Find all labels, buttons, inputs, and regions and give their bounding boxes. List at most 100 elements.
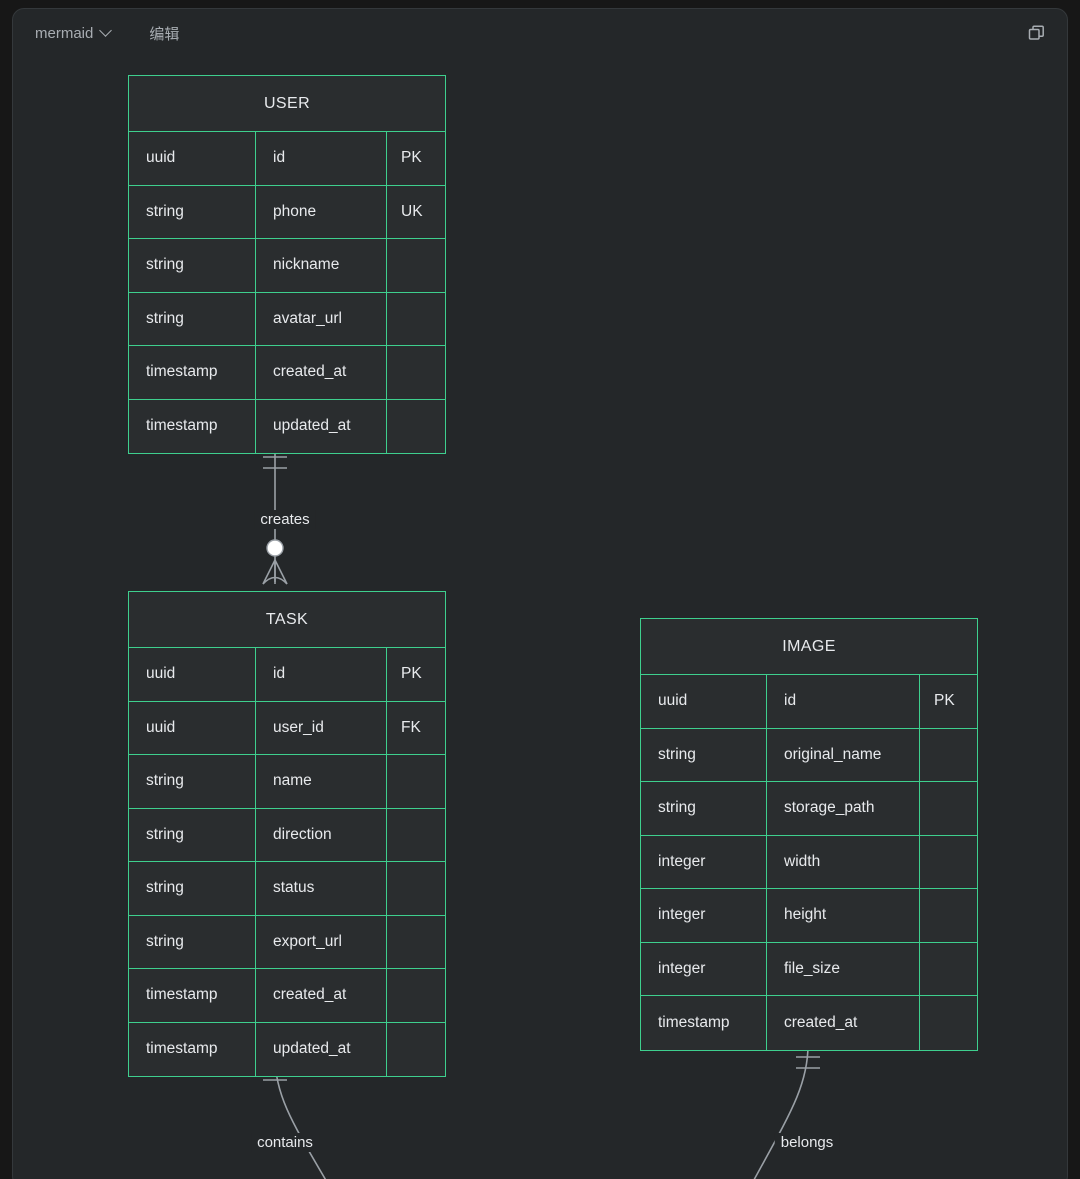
entity-title-task: TASK <box>129 592 445 648</box>
entity-task[interactable]: TASK uuid id PK uuid user_id FK string n… <box>128 591 446 1077</box>
attr-type: integer <box>641 942 767 995</box>
attr-key <box>920 729 975 782</box>
attr-key <box>387 1023 443 1077</box>
edit-button[interactable]: 编辑 <box>149 24 180 43</box>
attr-name: user_id <box>256 701 387 754</box>
attr-type: integer <box>641 835 767 888</box>
attr-type: uuid <box>129 132 256 185</box>
table-row: integer file_size <box>641 942 977 996</box>
attr-name: phone <box>256 185 387 238</box>
attr-key: FK <box>401 718 421 736</box>
attr-name: direction <box>256 808 387 861</box>
attr-name: created_at <box>256 969 387 1022</box>
language-label: mermaid <box>35 24 94 42</box>
table-row: timestamp updated_at <box>129 399 445 454</box>
table-row: timestamp created_at <box>129 969 445 1023</box>
table-row: string phone UK <box>129 185 445 239</box>
attr-type: string <box>129 239 256 292</box>
attr-type: uuid <box>641 675 767 728</box>
table-row: string avatar_url <box>129 292 445 346</box>
attr-name: width <box>767 835 920 888</box>
attr-key <box>387 969 443 1022</box>
attr-key <box>920 943 975 996</box>
table-row: string direction <box>129 808 445 862</box>
table-row: integer height <box>641 889 977 943</box>
relationship-label-contains: contains <box>251 1133 319 1152</box>
attr-name: created_at <box>767 996 920 1050</box>
attr-key <box>387 346 443 399</box>
attr-key <box>387 755 443 808</box>
attr-key: PK <box>934 692 955 710</box>
attr-type: timestamp <box>641 996 767 1050</box>
table-row: timestamp updated_at <box>129 1022 445 1077</box>
relationship-label-creates: creates <box>254 510 316 529</box>
attr-type: string <box>129 185 256 238</box>
attr-key: PK <box>401 149 422 167</box>
attr-name: id <box>256 648 387 701</box>
attr-name: id <box>767 675 920 728</box>
attr-type: timestamp <box>129 1022 256 1076</box>
table-row: string storage_path <box>641 782 977 836</box>
table-row: uuid id PK <box>129 132 445 186</box>
entity-image[interactable]: IMAGE uuid id PK string original_name st… <box>640 618 978 1051</box>
copy-button[interactable] <box>1021 18 1051 48</box>
attr-name: avatar_url <box>256 292 387 345</box>
attr-type: timestamp <box>129 969 256 1022</box>
attr-type: string <box>129 292 256 345</box>
table-row: string status <box>129 862 445 916</box>
attr-name: name <box>256 755 387 808</box>
attr-name: storage_path <box>767 782 920 835</box>
chevron-down-icon <box>101 26 112 37</box>
table-row: uuid id PK <box>641 675 977 729</box>
attr-type: string <box>129 755 256 808</box>
attr-key <box>387 239 443 292</box>
attr-type: integer <box>641 889 767 942</box>
attr-type: timestamp <box>129 399 256 453</box>
entity-title-user: USER <box>129 76 445 132</box>
copy-icon <box>1028 24 1044 40</box>
table-row: integer width <box>641 835 977 889</box>
attr-name: updated_at <box>256 399 387 453</box>
diagram-canvas[interactable]: creates contains belongs USER uuid id PK… <box>13 57 1067 1179</box>
attr-name: created_at <box>256 346 387 399</box>
attr-key <box>387 916 443 969</box>
attr-name: export_url <box>256 915 387 968</box>
entity-title-image: IMAGE <box>641 619 977 675</box>
table-row: uuid user_id FK <box>129 701 445 755</box>
table-row: string original_name <box>641 728 977 782</box>
mermaid-preview-panel: mermaid 编辑 <box>12 8 1068 1179</box>
attr-key <box>387 293 443 346</box>
table-row: timestamp created_at <box>129 346 445 400</box>
relationship-label-belongs: belongs <box>774 1133 840 1152</box>
attr-type: string <box>129 808 256 861</box>
table-row: timestamp created_at <box>641 996 977 1050</box>
attr-type: timestamp <box>129 346 256 399</box>
attr-name: height <box>767 889 920 942</box>
attr-name: status <box>256 862 387 915</box>
attr-name: original_name <box>767 728 920 781</box>
table-row: string nickname <box>129 239 445 293</box>
table-row: string name <box>129 755 445 809</box>
attr-name: file_size <box>767 942 920 995</box>
attr-key <box>387 400 443 454</box>
attr-key: PK <box>401 665 422 683</box>
attr-type: string <box>641 782 767 835</box>
attr-name: id <box>256 132 387 185</box>
attr-type: uuid <box>129 648 256 701</box>
table-row: uuid id PK <box>129 648 445 702</box>
attr-key: UK <box>401 202 423 220</box>
link-belongs <box>753 1044 820 1179</box>
attr-key <box>387 862 443 915</box>
language-selector[interactable]: mermaid <box>31 22 116 45</box>
attr-key <box>920 782 975 835</box>
panel-toolbar: mermaid 编辑 <box>13 9 1067 57</box>
entity-user[interactable]: USER uuid id PK string phone UK string n… <box>128 75 446 454</box>
attr-key <box>920 836 975 889</box>
attr-type: string <box>129 862 256 915</box>
attr-type: uuid <box>129 701 256 754</box>
attr-key <box>920 889 975 942</box>
attr-key <box>920 996 975 1050</box>
table-row: string export_url <box>129 915 445 969</box>
attr-name: updated_at <box>256 1022 387 1076</box>
